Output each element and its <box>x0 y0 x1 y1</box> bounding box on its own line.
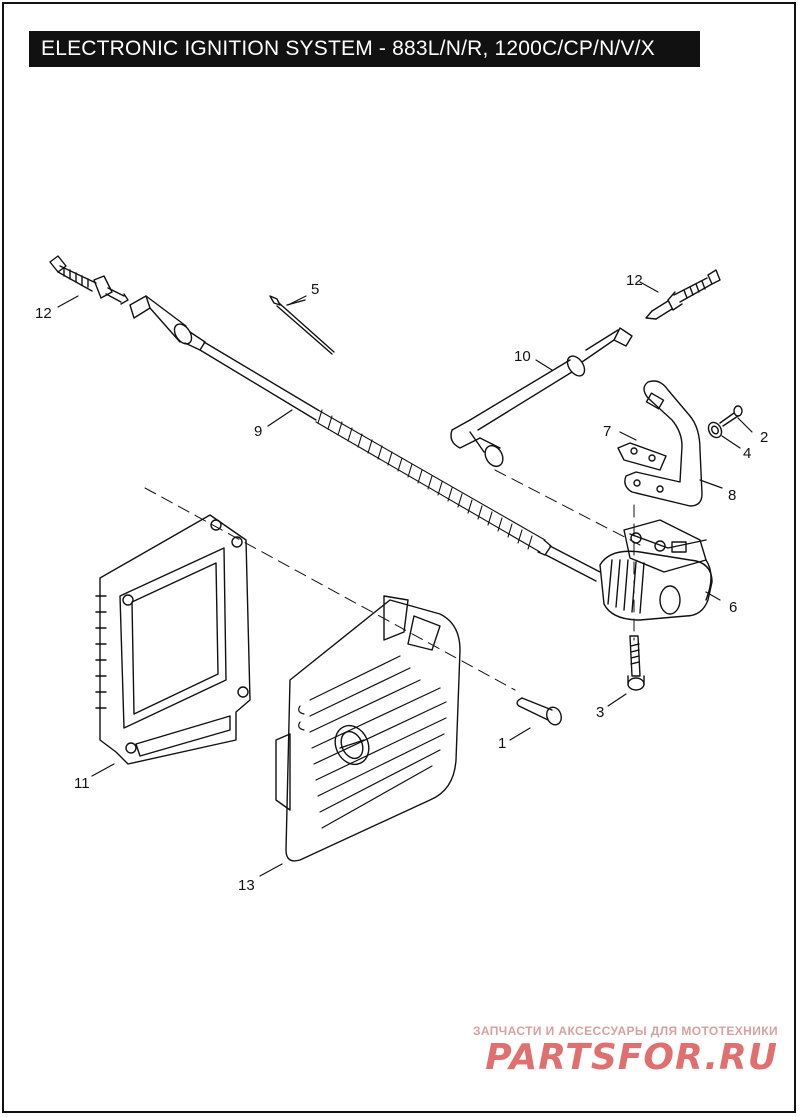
callout-5: 5 <box>311 281 319 298</box>
callout-labels: 12 5 9 10 12 7 2 4 8 6 3 1 11 13 <box>35 272 768 894</box>
callout-12-left: 12 <box>35 305 52 322</box>
module-cover <box>275 595 461 862</box>
spark-plug-left <box>49 255 129 305</box>
callout-8: 8 <box>728 487 736 504</box>
bracket-plate <box>617 442 667 471</box>
callout-11: 11 <box>74 775 90 792</box>
callout-2: 2 <box>760 429 768 446</box>
spark-plug-cable-long <box>129 295 601 582</box>
watermark-brand: PARTSFOR.RU <box>485 1037 778 1078</box>
callout-9: 9 <box>254 423 262 440</box>
callout-12-right: 12 <box>626 272 643 289</box>
callout-leaders <box>57 281 753 877</box>
callout-1: 1 <box>498 735 506 752</box>
title-bar: ELECTRONIC IGNITION SYSTEM - 883L/N/R, 1… <box>29 31 700 67</box>
spark-plug-cable-short <box>450 327 633 468</box>
callout-3: 3 <box>596 704 604 721</box>
watermark-tagline: ЗАПЧАСТИ И АКСЕССУАРЫ ДЛЯ МОТОТЕХНИКИ <box>472 1024 778 1038</box>
callout-7: 7 <box>603 423 611 440</box>
callout-4: 4 <box>743 445 751 462</box>
callout-6: 6 <box>729 599 737 616</box>
page-title: ELECTRONIC IGNITION SYSTEM - 883L/N/R, 1… <box>41 37 655 60</box>
spark-plug-right <box>645 269 721 320</box>
cover-pin <box>516 697 562 726</box>
callout-13: 13 <box>238 877 255 894</box>
lock-washer <box>707 421 723 439</box>
mounting-screw <box>719 405 743 427</box>
assembly-guide-lines <box>144 469 641 691</box>
callout-10: 10 <box>514 348 531 365</box>
coil-bracket <box>624 380 703 507</box>
coil-bolt <box>627 635 645 691</box>
ignition-module <box>95 514 251 765</box>
ignition-coil <box>599 519 713 621</box>
cable-strap <box>269 295 335 355</box>
